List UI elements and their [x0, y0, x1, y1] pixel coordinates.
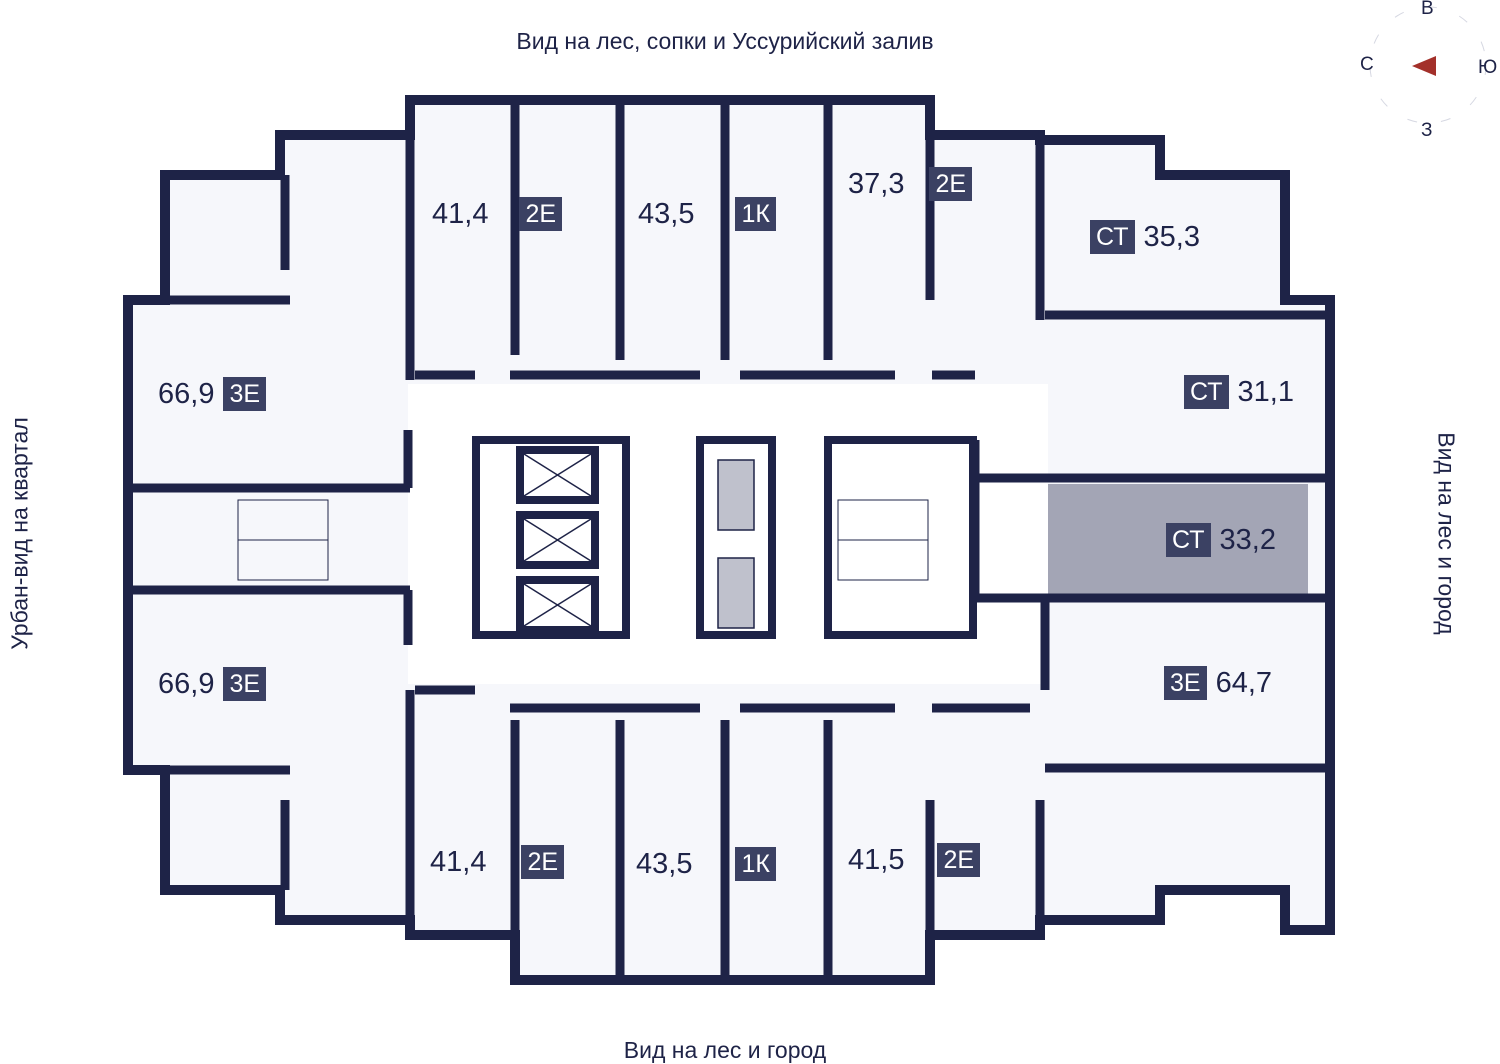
apartment-area: 43,5: [636, 847, 693, 880]
apartment-type-badge: 1К: [735, 197, 776, 231]
elevator-crosses: [523, 453, 592, 627]
apartment-b1[interactable]: 41,4 2Е: [430, 845, 565, 879]
compass-graphic: [1369, 6, 1487, 124]
apartment-type-badge: 2Е: [521, 845, 565, 879]
apartment-type-badge: 3Е: [1164, 666, 1207, 700]
apartment-b3[interactable]: 41,5 2Е: [848, 843, 981, 877]
compass-south: З: [1421, 120, 1433, 141]
compass-arrow-icon: [1412, 56, 1436, 76]
apartment-l1[interactable]: 66,9 3Е: [158, 377, 267, 411]
apartment-type-badge: 3Е: [223, 667, 267, 701]
apartment-type-badge: 2Е: [519, 197, 563, 231]
shafts: [717, 459, 755, 629]
apartment-area: 64,7: [1215, 666, 1273, 699]
building-core: [472, 436, 977, 639]
view-right-label: Вид на лес и город: [1433, 432, 1460, 635]
apartment-area: 66,9: [158, 377, 215, 410]
apartment-type-badge: СТ: [1166, 523, 1211, 557]
apartment-type-badge: 2Е: [929, 167, 973, 201]
apartment-r2[interactable]: СТ 33,2: [1166, 523, 1276, 557]
apartment-type-badge: 2Е: [937, 843, 981, 877]
compass-east: Ю: [1478, 57, 1498, 78]
view-bottom-label: Вид на лес и город: [623, 1037, 827, 1063]
compass-north: В: [1421, 0, 1434, 19]
apartment-area: 41,4: [432, 197, 489, 230]
view-top-label: Вид на лес, сопки и Уссурийский залив: [516, 28, 934, 54]
apartment-b2[interactable]: 43,5 1К: [636, 847, 776, 881]
apartment-area: 33,2: [1219, 523, 1276, 556]
apartment-t4[interactable]: СТ 35,3: [1090, 220, 1200, 254]
apartment-type-badge: СТ: [1184, 375, 1229, 409]
interior-walls: [130, 100, 1330, 980]
apartment-type-badge: 3Е: [223, 377, 267, 411]
apartment-area: 31,1: [1237, 375, 1294, 408]
apartment-l2[interactable]: 66,9 3Е: [158, 667, 267, 701]
apartment-area: 66,9: [158, 667, 215, 700]
apartment-t1[interactable]: 41,4 2Е: [432, 197, 563, 231]
apartment-type-badge: СТ: [1090, 220, 1135, 254]
apartment-t2[interactable]: 43,5 1К: [638, 197, 776, 231]
view-left-label: Урбан-вид на квартал: [6, 417, 33, 650]
apartment-area: 35,3: [1143, 220, 1200, 253]
apartment-r1[interactable]: СТ 31,1: [1184, 375, 1294, 409]
apartment-t3[interactable]: 37,3 2Е: [848, 167, 973, 201]
apartment-area: 41,5: [848, 843, 905, 876]
apartment-area: 37,3: [848, 167, 905, 200]
apartment-area: 41,4: [430, 845, 487, 878]
apartment-type-badge: 1К: [735, 847, 776, 881]
apartment-r3[interactable]: 3Е 64,7: [1164, 666, 1272, 700]
apartment-area: 43,5: [638, 197, 695, 230]
compass-west: С: [1360, 54, 1374, 75]
stairs: [237, 499, 929, 581]
